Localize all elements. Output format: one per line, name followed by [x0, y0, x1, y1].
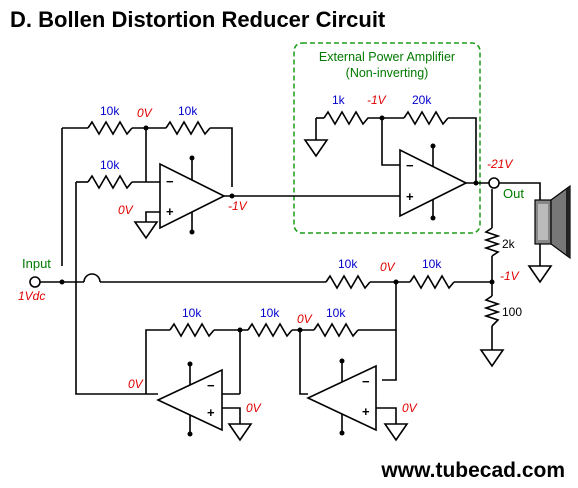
voltage-bottom-left-in: 0V: [128, 377, 144, 391]
resistor-bottom-left: [169, 322, 215, 338]
output-label: Out: [503, 186, 524, 201]
opamp-bottom-right: − +: [306, 358, 377, 436]
label-r-divider-top: 2k: [502, 237, 516, 251]
label-r-amp-feedback: 20k: [412, 93, 432, 107]
resistor-bottom-right: [313, 322, 359, 338]
resistor-bottom-link: [247, 322, 293, 338]
ground-top-opamp: [133, 221, 159, 240]
resistor-input-inv: [87, 174, 133, 190]
resistor-amp-feedback: [403, 110, 449, 126]
resistor-divider-bottom: [483, 295, 501, 327]
label-r-sense-a: 10k: [338, 257, 358, 271]
resistor-sense-b: [409, 274, 455, 290]
input-terminal: [29, 276, 41, 288]
label-r-amp-ground: 1k: [332, 93, 346, 107]
page-title: D. Bollen Distortion Reducer Circuit: [10, 7, 386, 32]
external-amplifier-subtitle: (Non-inverting): [346, 66, 429, 80]
label-r-bottom-right: 10k: [326, 306, 346, 320]
svg-text:+: +: [207, 405, 215, 420]
svg-text:+: +: [406, 189, 414, 204]
junction-dots: [59, 115, 495, 355]
input-voltage: 1Vdc: [18, 289, 45, 303]
voltage-bottom-right-plus: 0V: [402, 401, 418, 415]
ground-bottom-right: [383, 423, 409, 442]
ground-symbols: [133, 139, 553, 442]
voltage-bottom-left-plus: 0V: [246, 401, 262, 415]
output-terminal: [488, 177, 500, 189]
resistor-divider-top: [483, 227, 501, 257]
input-label: Input: [22, 256, 51, 271]
external-amplifier-title: External Power Amplifier: [319, 50, 455, 64]
voltage-top-junction: 0V: [137, 106, 153, 120]
opamp-external: − +: [399, 143, 468, 221]
voltage-top-out: -1V: [228, 199, 248, 213]
svg-text:−: −: [166, 174, 174, 189]
external-amplifier-box: [293, 42, 481, 234]
voltage-divider-tap: -1V: [500, 269, 520, 283]
label-r-divider-bottom: 100: [502, 305, 522, 319]
label-r-sense-b: 10k: [422, 257, 442, 271]
ground-speaker: [527, 265, 553, 284]
resistor-top-a: [87, 120, 133, 136]
ground-amp-1k: [303, 139, 329, 158]
label-r-bottom-left: 10k: [182, 306, 202, 320]
resistors: [87, 110, 501, 338]
resistor-amp-ground: [323, 110, 370, 126]
label-r-top-a: 10k: [100, 104, 120, 118]
svg-text:−: −: [406, 158, 414, 173]
voltage-amp-inverting: -1V: [367, 93, 387, 107]
svg-text:+: +: [166, 204, 174, 219]
voltage-bottom-link: 0V: [297, 312, 313, 326]
ground-bottom-left: [227, 423, 253, 442]
label-r-input-inv: 10k: [100, 158, 120, 172]
label-r-top-b: 10k: [178, 104, 198, 118]
opamp-top: − +: [159, 155, 226, 235]
resistor-sense-a: [325, 274, 371, 290]
speaker-icon: [534, 184, 571, 260]
ground-divider: [479, 349, 505, 368]
website-footer: www.tubecad.com: [380, 459, 565, 482]
voltage-output: -21V: [487, 157, 513, 171]
svg-text:+: +: [362, 404, 370, 419]
voltage-top-plus: 0V: [118, 203, 134, 217]
resistor-top-b: [165, 120, 211, 136]
opamp-bottom-left: − +: [156, 361, 223, 437]
svg-text:−: −: [362, 374, 370, 389]
svg-text:−: −: [207, 378, 215, 393]
label-r-bottom-link: 10k: [260, 306, 280, 320]
voltage-sense-junction: 0V: [380, 260, 396, 274]
